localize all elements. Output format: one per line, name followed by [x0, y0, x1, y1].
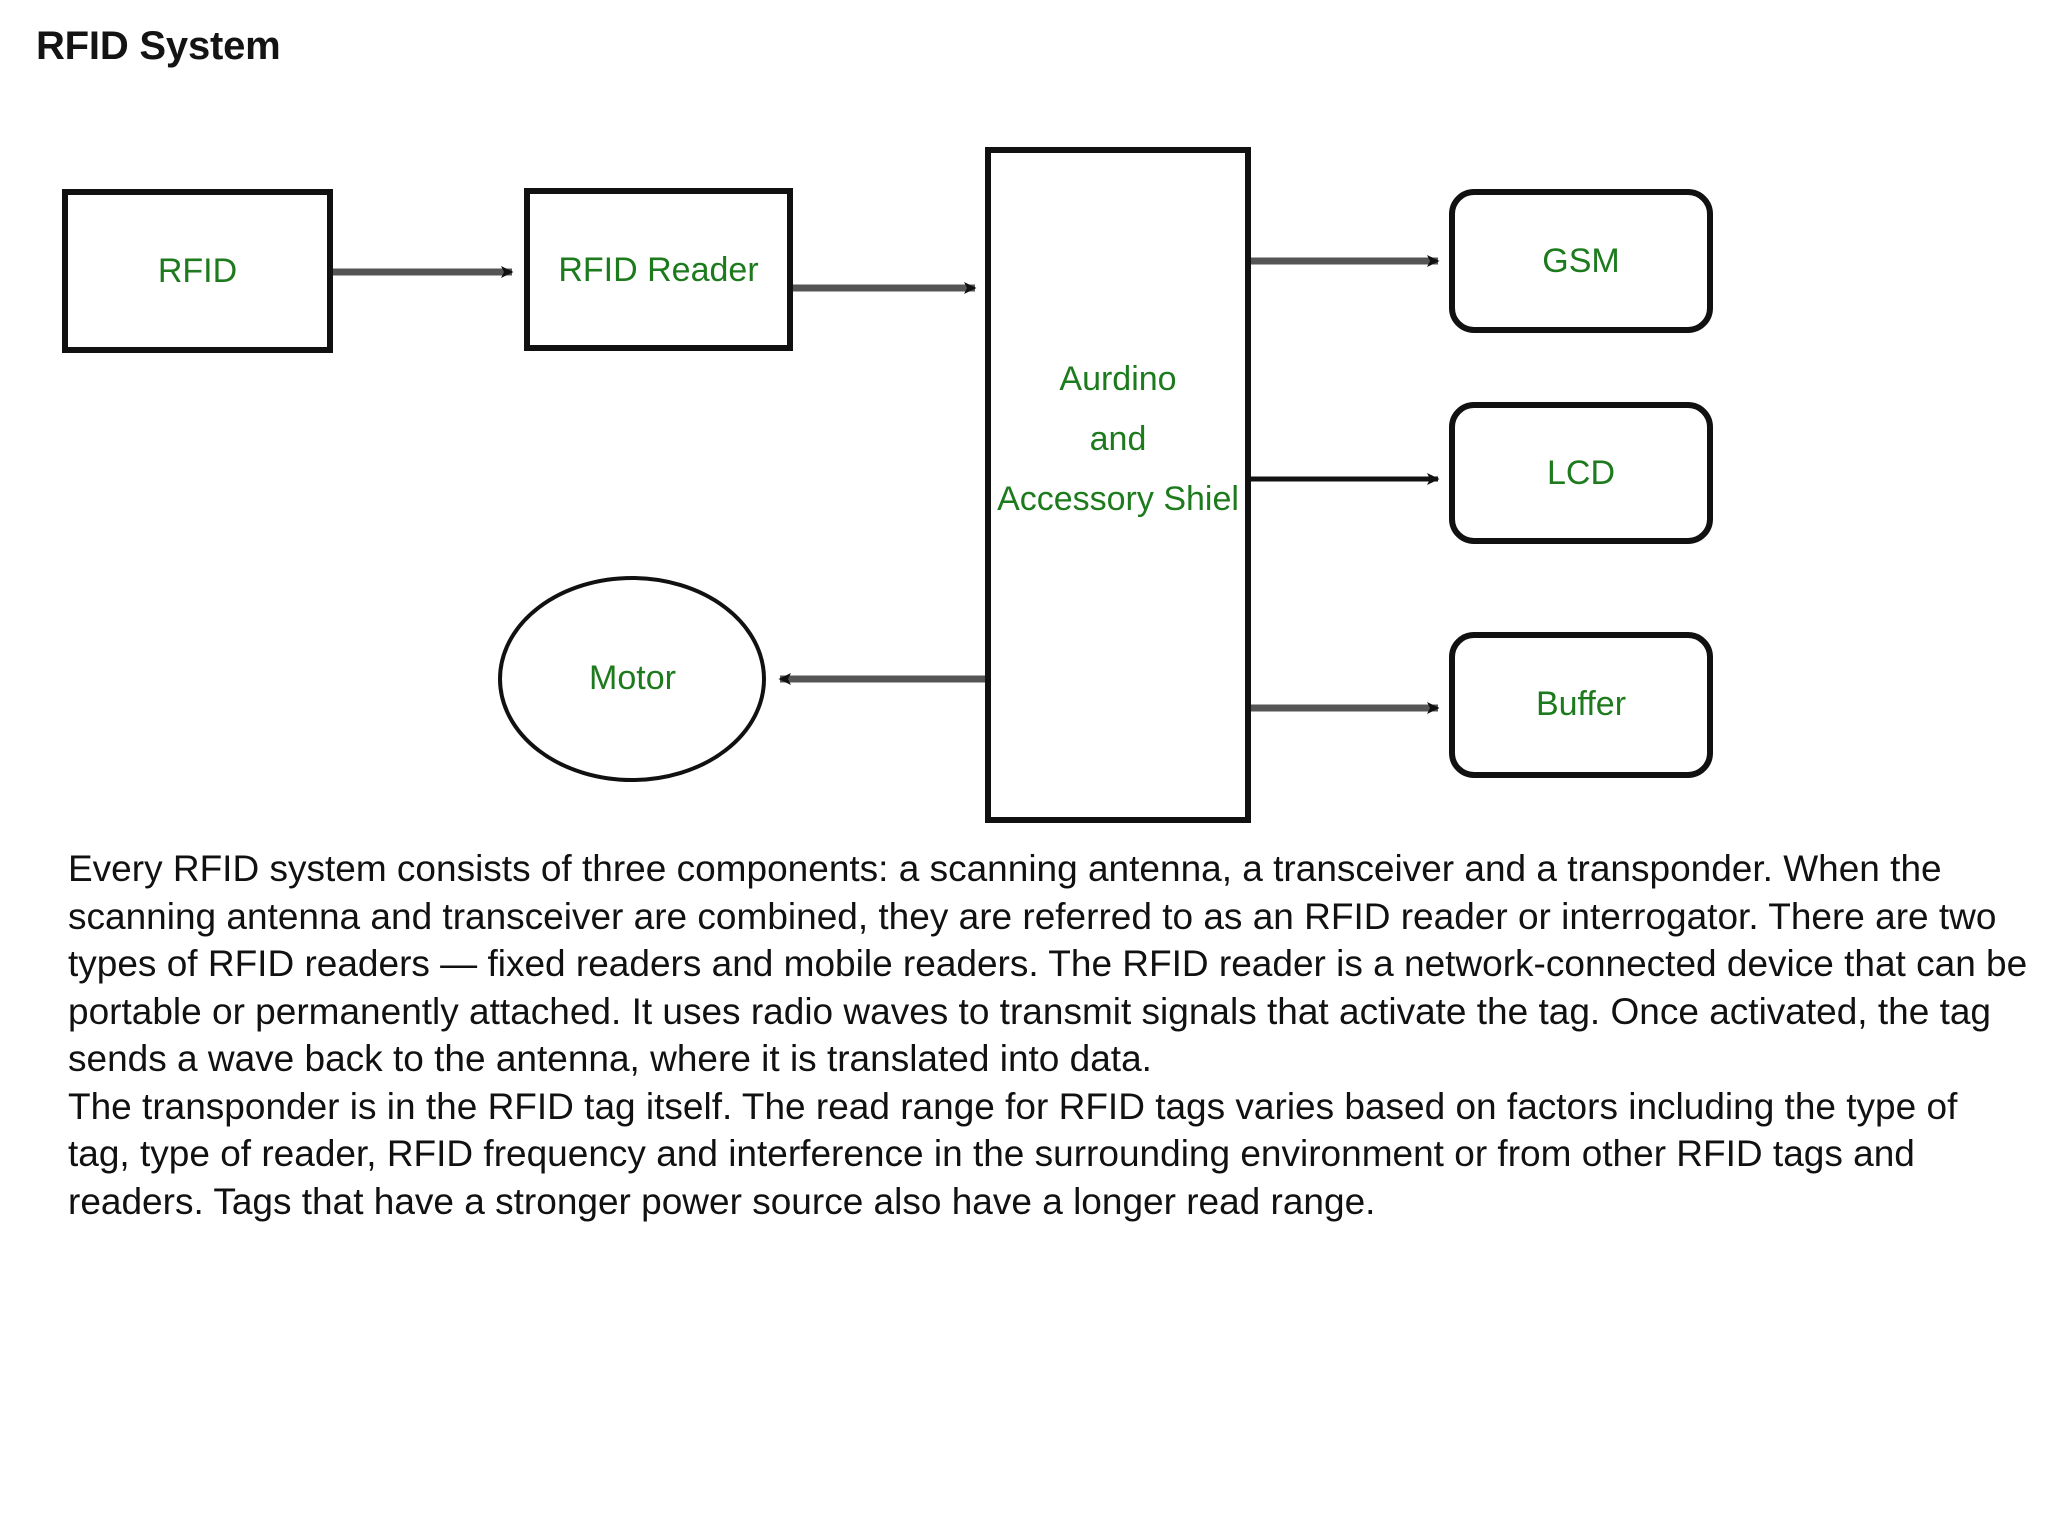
node-buffer-shape[interactable] [1449, 632, 1713, 778]
node-lcd-shape[interactable] [1449, 402, 1713, 544]
body-paragraph-1: Every RFID system consists of three comp… [68, 848, 2028, 1080]
rfid-system-block-diagram: RFID RFID Reader Aurdino and Accessory S… [62, 147, 1713, 823]
node-gsm-shape[interactable] [1449, 189, 1713, 333]
node-arduino-shape[interactable] [985, 147, 1251, 823]
node-motor-shape[interactable] [498, 576, 766, 782]
diagram-canvas [62, 147, 1713, 823]
node-rfid-reader-shape[interactable] [524, 188, 793, 351]
node-rfid-shape[interactable] [62, 189, 333, 353]
page-title: RFID System [36, 24, 281, 68]
body-paragraph-2: The transponder is in the RFID tag itsel… [68, 1085, 1958, 1222]
body-copy: Every RFID system consists of three comp… [68, 845, 2028, 1225]
